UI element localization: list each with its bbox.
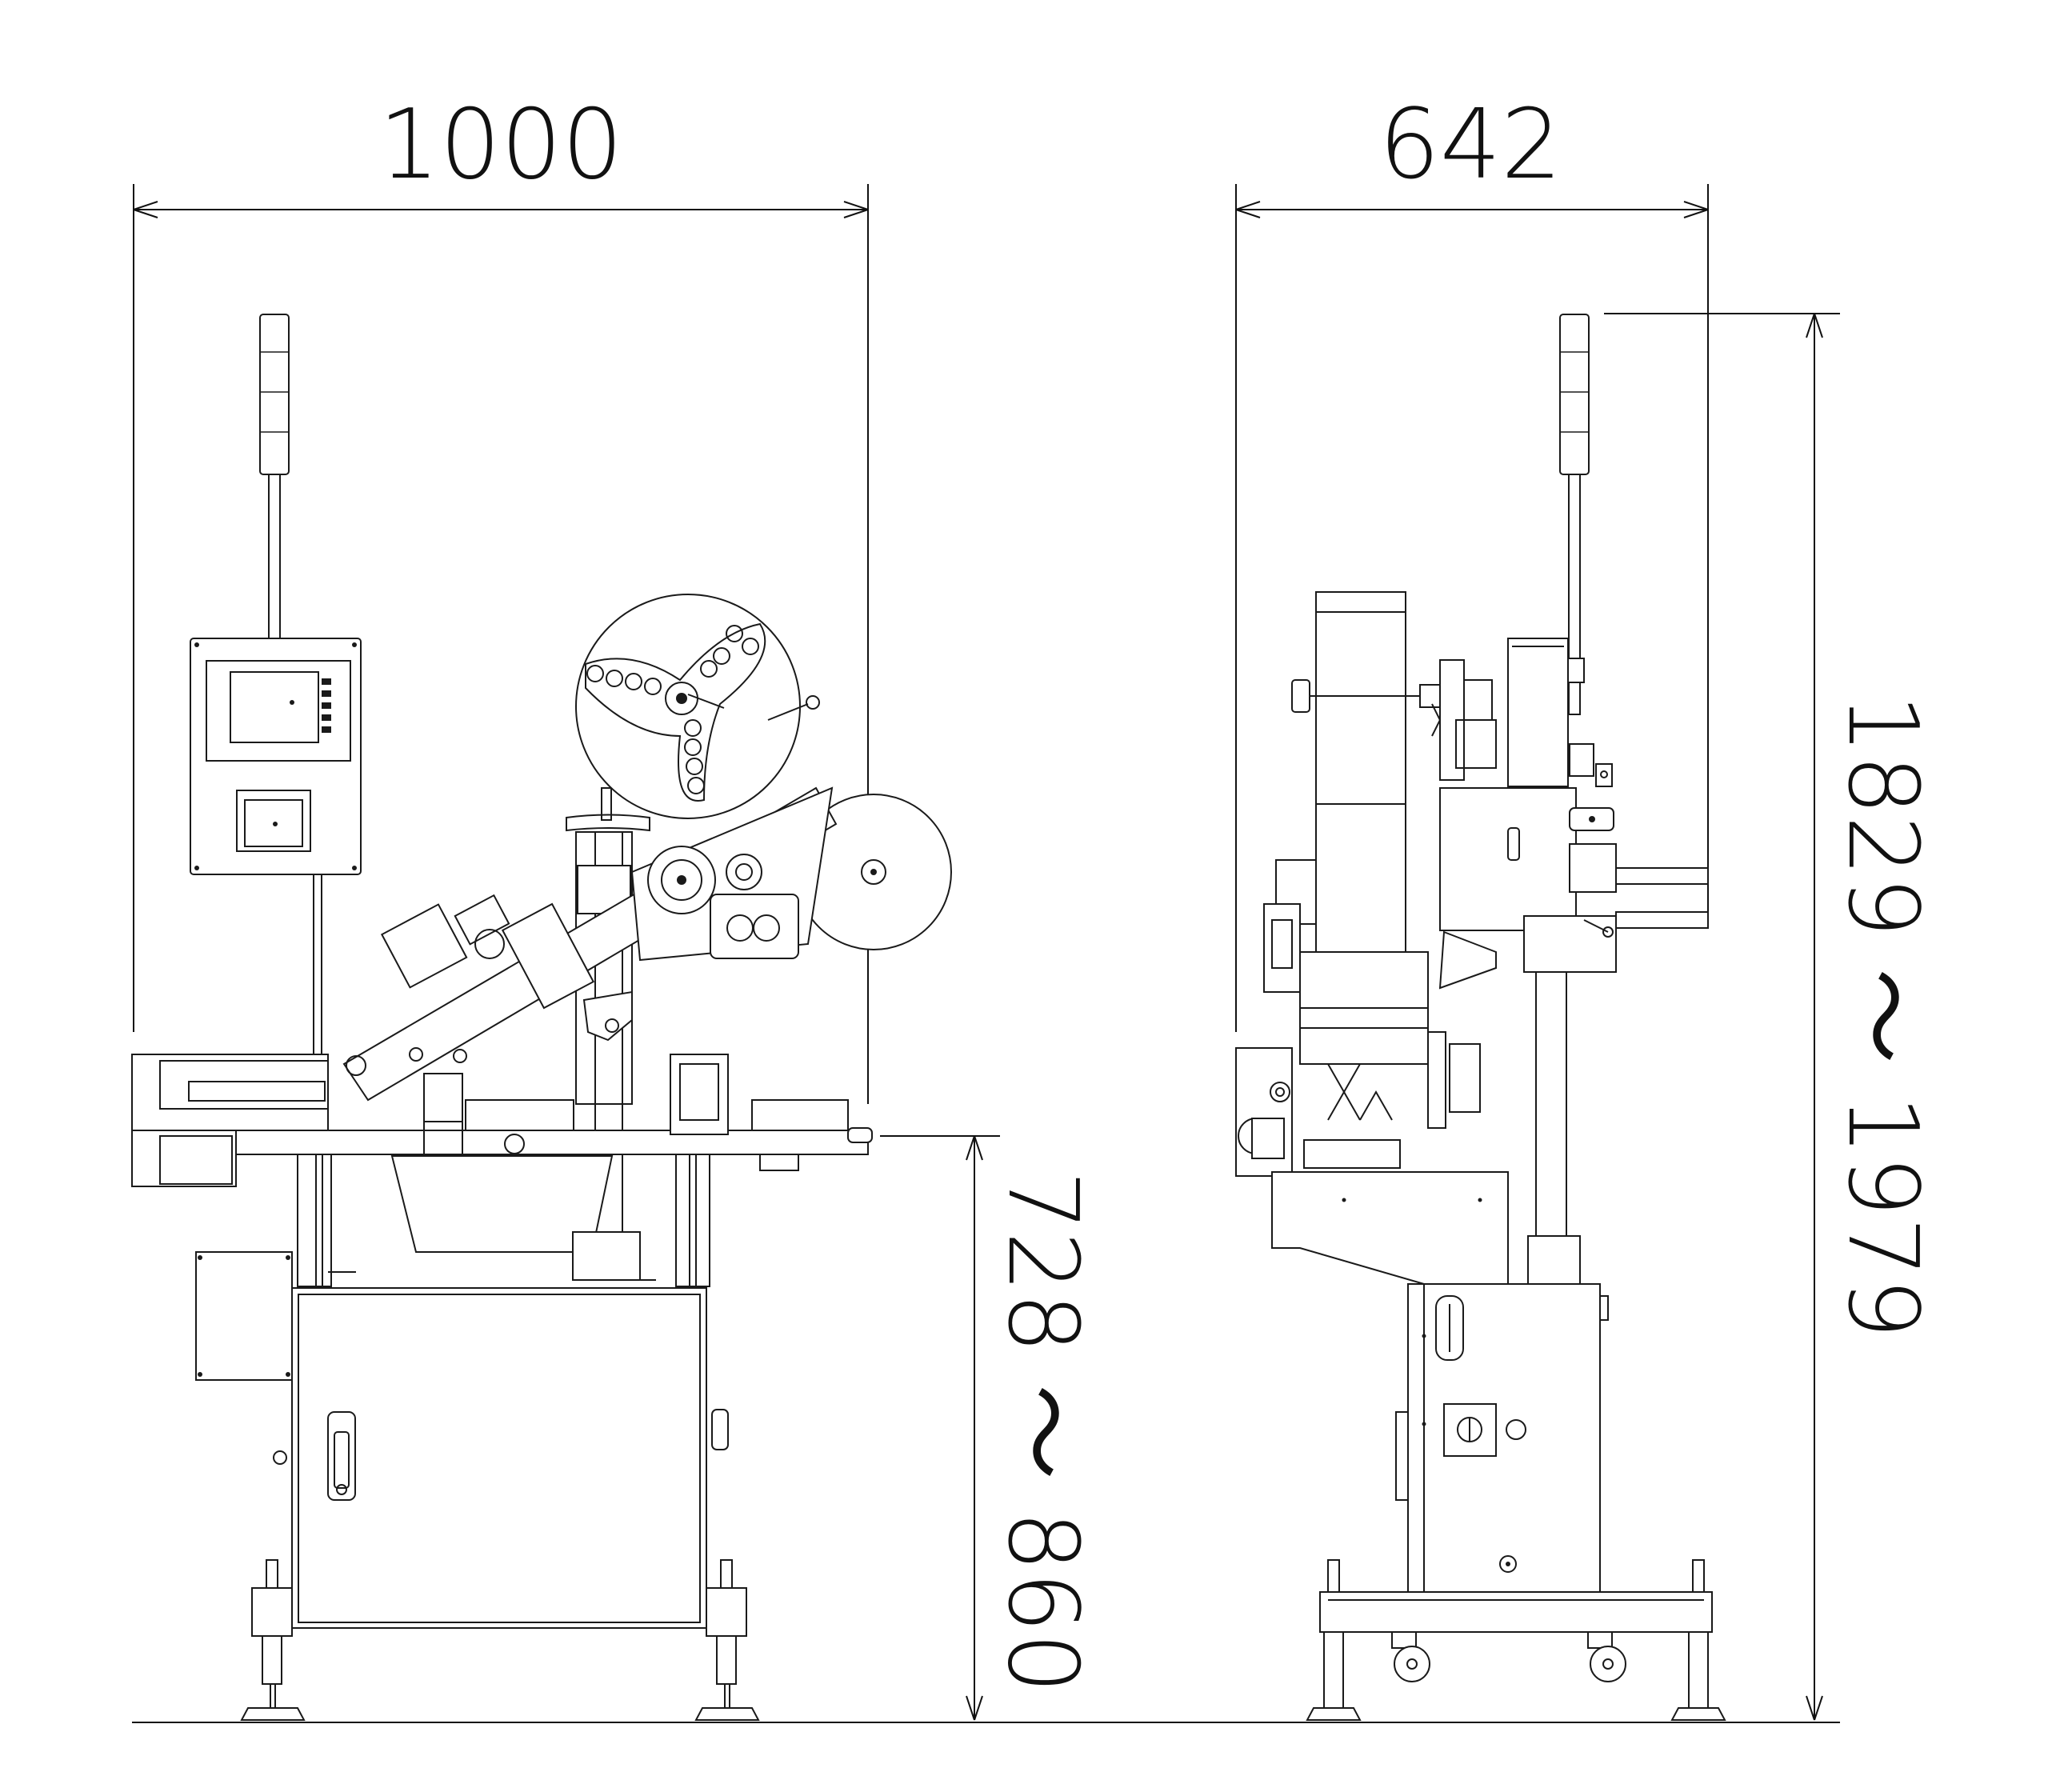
signal-tower-front xyxy=(259,314,290,639)
side-pedestal xyxy=(1271,971,1581,1285)
applicator-arm xyxy=(342,786,838,1102)
front-width-label: 1000 xyxy=(378,90,622,201)
label-reel xyxy=(575,594,820,819)
cabinet-side xyxy=(1395,1283,1609,1593)
front-view-machine xyxy=(131,314,952,1721)
dimension-lines xyxy=(132,184,1840,1723)
front-frame xyxy=(297,1154,710,1287)
side-head-assembly xyxy=(1438,638,1709,990)
side-left-mechanism xyxy=(1235,859,1481,1177)
table-height-label: 728 ～ 860 xyxy=(986,1170,1098,1694)
side-depth-label: 642 xyxy=(1378,90,1562,201)
side-base xyxy=(1306,1559,1726,1721)
cabinet-front xyxy=(273,1287,729,1629)
side-view-machine xyxy=(1235,314,1726,1721)
leveling-feet-front xyxy=(240,1559,760,1721)
electrical-box xyxy=(195,1251,293,1381)
conveyor-table xyxy=(131,1054,873,1187)
signal-tower-side xyxy=(1559,314,1590,715)
control-panel xyxy=(190,638,362,1056)
total-height-label: 1829 ～ 1979 xyxy=(1826,693,1938,1338)
side-reel-stack xyxy=(1291,591,1442,1009)
